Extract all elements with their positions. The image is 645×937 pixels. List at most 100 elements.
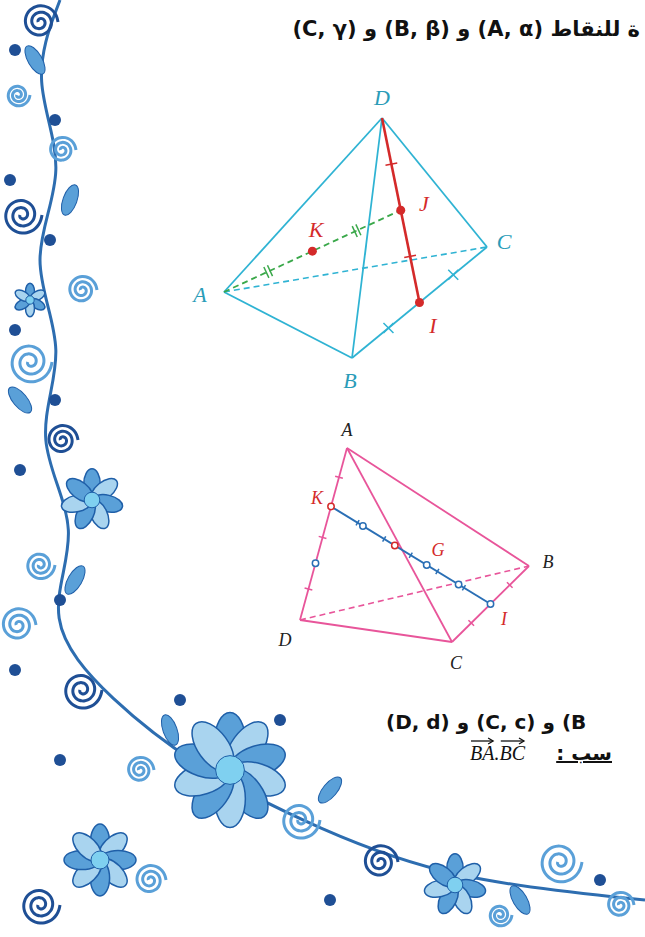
median-segment	[331, 506, 490, 604]
heading-text: (C, γ) و (B, β) و (A, α) ة للنقاط	[292, 18, 640, 41]
tick-mark	[319, 536, 327, 538]
figures	[224, 118, 529, 642]
scroll	[609, 892, 634, 915]
point-label: A	[193, 283, 206, 307]
cross-mark	[383, 323, 393, 333]
tick-mark	[356, 520, 359, 525]
tick-mark	[385, 163, 397, 165]
point-label: A	[342, 421, 353, 441]
scroll	[24, 891, 60, 924]
tick-mark	[356, 224, 361, 235]
point-label: D	[374, 86, 390, 110]
point	[455, 581, 461, 587]
point-label: C	[450, 654, 462, 674]
leaf	[158, 713, 182, 748]
scroll	[542, 846, 582, 882]
leaf	[61, 563, 89, 598]
tick-mark	[462, 585, 465, 590]
vine	[40, 0, 645, 900]
text-line: (D, d) و (C, c) و (B	[386, 711, 586, 733]
scroll	[51, 137, 76, 160]
dot	[274, 714, 286, 726]
tick-mark	[404, 255, 416, 257]
tick-mark	[468, 620, 474, 626]
edge	[347, 448, 452, 642]
scroll	[70, 276, 97, 300]
scroll	[28, 554, 55, 578]
dot	[54, 594, 66, 606]
median-segment	[224, 210, 401, 292]
floral-border	[3, 0, 645, 926]
edge	[224, 292, 352, 358]
leaf	[21, 43, 49, 78]
edge	[382, 118, 487, 247]
point	[415, 298, 424, 307]
scroll	[365, 846, 398, 875]
dot	[9, 664, 21, 676]
tick-mark	[352, 226, 357, 237]
point	[396, 206, 405, 215]
flower	[64, 824, 136, 896]
leaf	[506, 883, 534, 918]
scroll	[284, 806, 320, 839]
point	[360, 523, 366, 529]
dot	[9, 44, 21, 56]
tick-mark	[436, 569, 439, 574]
median-segment	[382, 118, 420, 303]
scroll	[25, 6, 58, 35]
dot	[174, 694, 186, 706]
cross-mark	[448, 270, 458, 280]
point-label: K	[311, 489, 323, 509]
tick-mark	[305, 588, 313, 590]
leaf	[4, 383, 35, 417]
flower	[170, 712, 289, 827]
point	[328, 503, 334, 509]
tick-mark	[264, 267, 269, 278]
edge	[452, 566, 529, 642]
leaf	[314, 773, 345, 807]
scroll	[3, 609, 36, 638]
point	[487, 601, 493, 607]
tick-mark	[335, 476, 343, 478]
point-label: B	[343, 369, 356, 393]
leaf	[58, 183, 82, 218]
point-label: C	[497, 230, 512, 254]
flower	[423, 854, 488, 917]
dot	[49, 114, 61, 126]
scroll	[12, 346, 52, 382]
point	[424, 562, 430, 568]
scroll	[49, 426, 78, 452]
point-label: G	[432, 541, 445, 561]
tick-mark	[409, 553, 412, 558]
scroll	[66, 676, 102, 709]
scroll	[490, 906, 512, 926]
tick-mark	[383, 536, 386, 541]
dot	[594, 874, 606, 886]
scroll	[137, 866, 166, 892]
point-label: I	[501, 610, 507, 630]
text-line: سب :	[556, 742, 612, 764]
dot	[9, 324, 21, 336]
tick-mark	[267, 265, 272, 276]
edge	[224, 118, 382, 292]
point	[312, 560, 318, 566]
point-label: D	[279, 631, 292, 651]
dot	[4, 174, 16, 186]
point-label: I	[429, 314, 436, 338]
cross-mark	[448, 270, 458, 280]
edge	[352, 247, 487, 358]
flower	[60, 469, 125, 532]
edge	[300, 620, 452, 642]
dot	[49, 394, 61, 406]
edge	[347, 448, 529, 566]
point	[308, 247, 317, 256]
point-label: K	[309, 218, 324, 242]
dot	[324, 894, 336, 906]
dot	[14, 464, 26, 476]
point-label: J	[419, 192, 429, 216]
point-label: B	[543, 553, 554, 573]
dot	[44, 234, 56, 246]
vector-expression: BA.BC	[470, 742, 525, 764]
scroll	[129, 757, 154, 780]
